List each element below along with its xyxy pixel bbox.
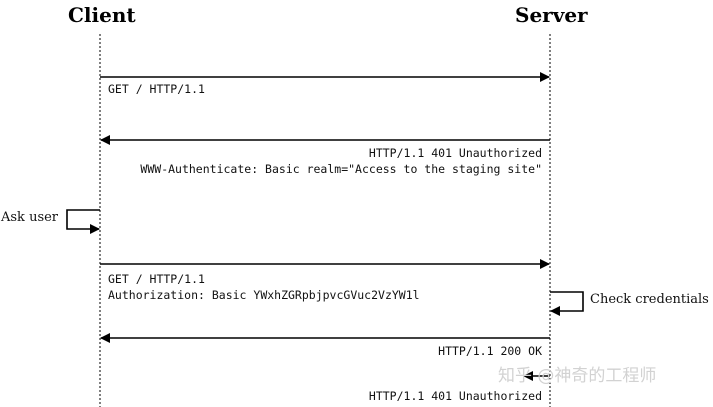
ask-user-label: Ask user	[1, 210, 59, 225]
client-self-loop	[66, 209, 100, 234]
server-self-loop	[550, 291, 584, 316]
message-2-line-1: HTTP/1.1 401 Unauthorized	[368, 146, 542, 160]
server-actor-label: Server	[515, 3, 588, 27]
client-actor-label: Client	[68, 3, 136, 27]
watermark-text: 知乎 @神奇的工程师	[498, 366, 657, 386]
message-5-line-1: HTTP/1.1 401 Unauthorized	[368, 389, 542, 403]
message-3-line-1: GET / HTTP/1.1	[108, 272, 205, 286]
message-4-line-1: HTTP/1.1 200 OK	[438, 344, 542, 358]
check-credentials-label: Check credentials	[590, 292, 709, 307]
message-3-line-2: Authorization: Basic YWxhZGRpbjpvcGVuc2V…	[108, 288, 420, 302]
message-2-line-2: WWW-Authenticate: Basic realm="Access to…	[140, 162, 542, 176]
message-1-line-1: GET / HTTP/1.1	[108, 82, 205, 96]
